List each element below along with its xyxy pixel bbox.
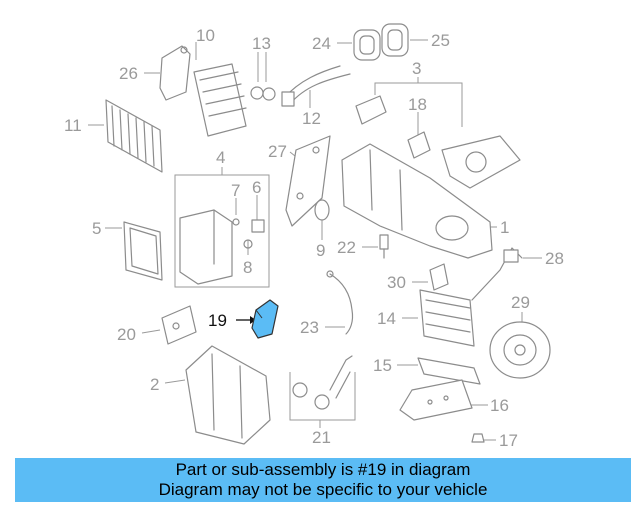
part-19-highlighted bbox=[251, 299, 279, 339]
callout-25: 25 bbox=[431, 31, 450, 50]
part-28-link bbox=[471, 247, 523, 301]
part-13-orings bbox=[250, 86, 276, 101]
callout-30: 30 bbox=[387, 273, 406, 292]
callout-5: 5 bbox=[92, 219, 101, 238]
part-10-heater-core bbox=[193, 63, 247, 137]
part-30-clip bbox=[429, 263, 449, 291]
callout-2: 2 bbox=[150, 375, 159, 394]
part-26-bracket bbox=[159, 45, 191, 101]
part-5-filter bbox=[123, 221, 163, 281]
part-29-blower bbox=[489, 321, 551, 379]
info-banner: Part or sub-assembly is #19 in diagram D… bbox=[15, 458, 631, 502]
part-22-screw bbox=[379, 234, 389, 259]
callout-20: 20 bbox=[117, 325, 136, 344]
callout-11: 11 bbox=[64, 116, 82, 135]
callout-17: 17 bbox=[499, 431, 518, 450]
part-17-screw bbox=[471, 433, 485, 443]
part-9-clip bbox=[314, 199, 330, 221]
part-20-actuator bbox=[161, 305, 197, 345]
callout-27: 27 bbox=[268, 142, 287, 161]
part-drawings bbox=[105, 23, 551, 445]
part-23-hose bbox=[326, 270, 354, 335]
callout-16: 16 bbox=[490, 396, 509, 415]
callout-9: 9 bbox=[316, 241, 325, 260]
callout-22: 22 bbox=[337, 238, 356, 257]
part-14-housing bbox=[419, 289, 475, 347]
callout-29: 29 bbox=[511, 293, 530, 312]
callout-15: 15 bbox=[373, 356, 392, 375]
callout-24: 24 bbox=[312, 34, 331, 53]
part-2-housing bbox=[185, 345, 271, 445]
banner-line-disclaimer: Diagram may not be specific to your vehi… bbox=[158, 480, 488, 499]
exploded-parts-diagram: 1 2 3 4 5 6 7 8 9 10 11 12 13 14 15 16 1… bbox=[64, 23, 564, 450]
callout-labels: 1 2 3 4 5 6 7 8 9 10 11 12 13 14 15 16 1… bbox=[64, 26, 564, 450]
callout-26: 26 bbox=[119, 64, 138, 83]
callout-28: 28 bbox=[545, 249, 564, 268]
part-24-seal bbox=[353, 29, 381, 61]
callout-4: 4 bbox=[216, 148, 225, 167]
callout-8: 8 bbox=[243, 258, 252, 277]
part-15-plate bbox=[417, 357, 481, 385]
callout-18: 18 bbox=[408, 95, 427, 114]
part-3-actuators bbox=[355, 95, 521, 189]
part-11-evaporator bbox=[105, 99, 163, 173]
callout-1: 1 bbox=[500, 218, 509, 237]
part-25-seal bbox=[381, 23, 409, 57]
part-12-pipes bbox=[281, 65, 351, 107]
part-27-bracket bbox=[285, 135, 331, 227]
callout-6: 6 bbox=[252, 178, 261, 197]
banner-line-part: Part or sub-assembly is #19 in diagram bbox=[175, 460, 471, 479]
part-4-components bbox=[179, 209, 265, 285]
part-21-kit bbox=[292, 355, 353, 410]
part-18-actuator bbox=[407, 131, 431, 159]
callout-21: 21 bbox=[312, 428, 331, 447]
callout-14: 14 bbox=[377, 309, 396, 328]
callout-12: 12 bbox=[302, 109, 321, 128]
callout-3: 3 bbox=[412, 59, 421, 78]
callout-23: 23 bbox=[300, 318, 319, 337]
part-1-housing bbox=[341, 143, 493, 259]
callout-7: 7 bbox=[231, 181, 240, 200]
callout-10: 10 bbox=[196, 26, 215, 45]
callout-19: 19 bbox=[208, 311, 227, 330]
part-16-plate bbox=[399, 379, 473, 421]
callout-13: 13 bbox=[252, 34, 271, 53]
